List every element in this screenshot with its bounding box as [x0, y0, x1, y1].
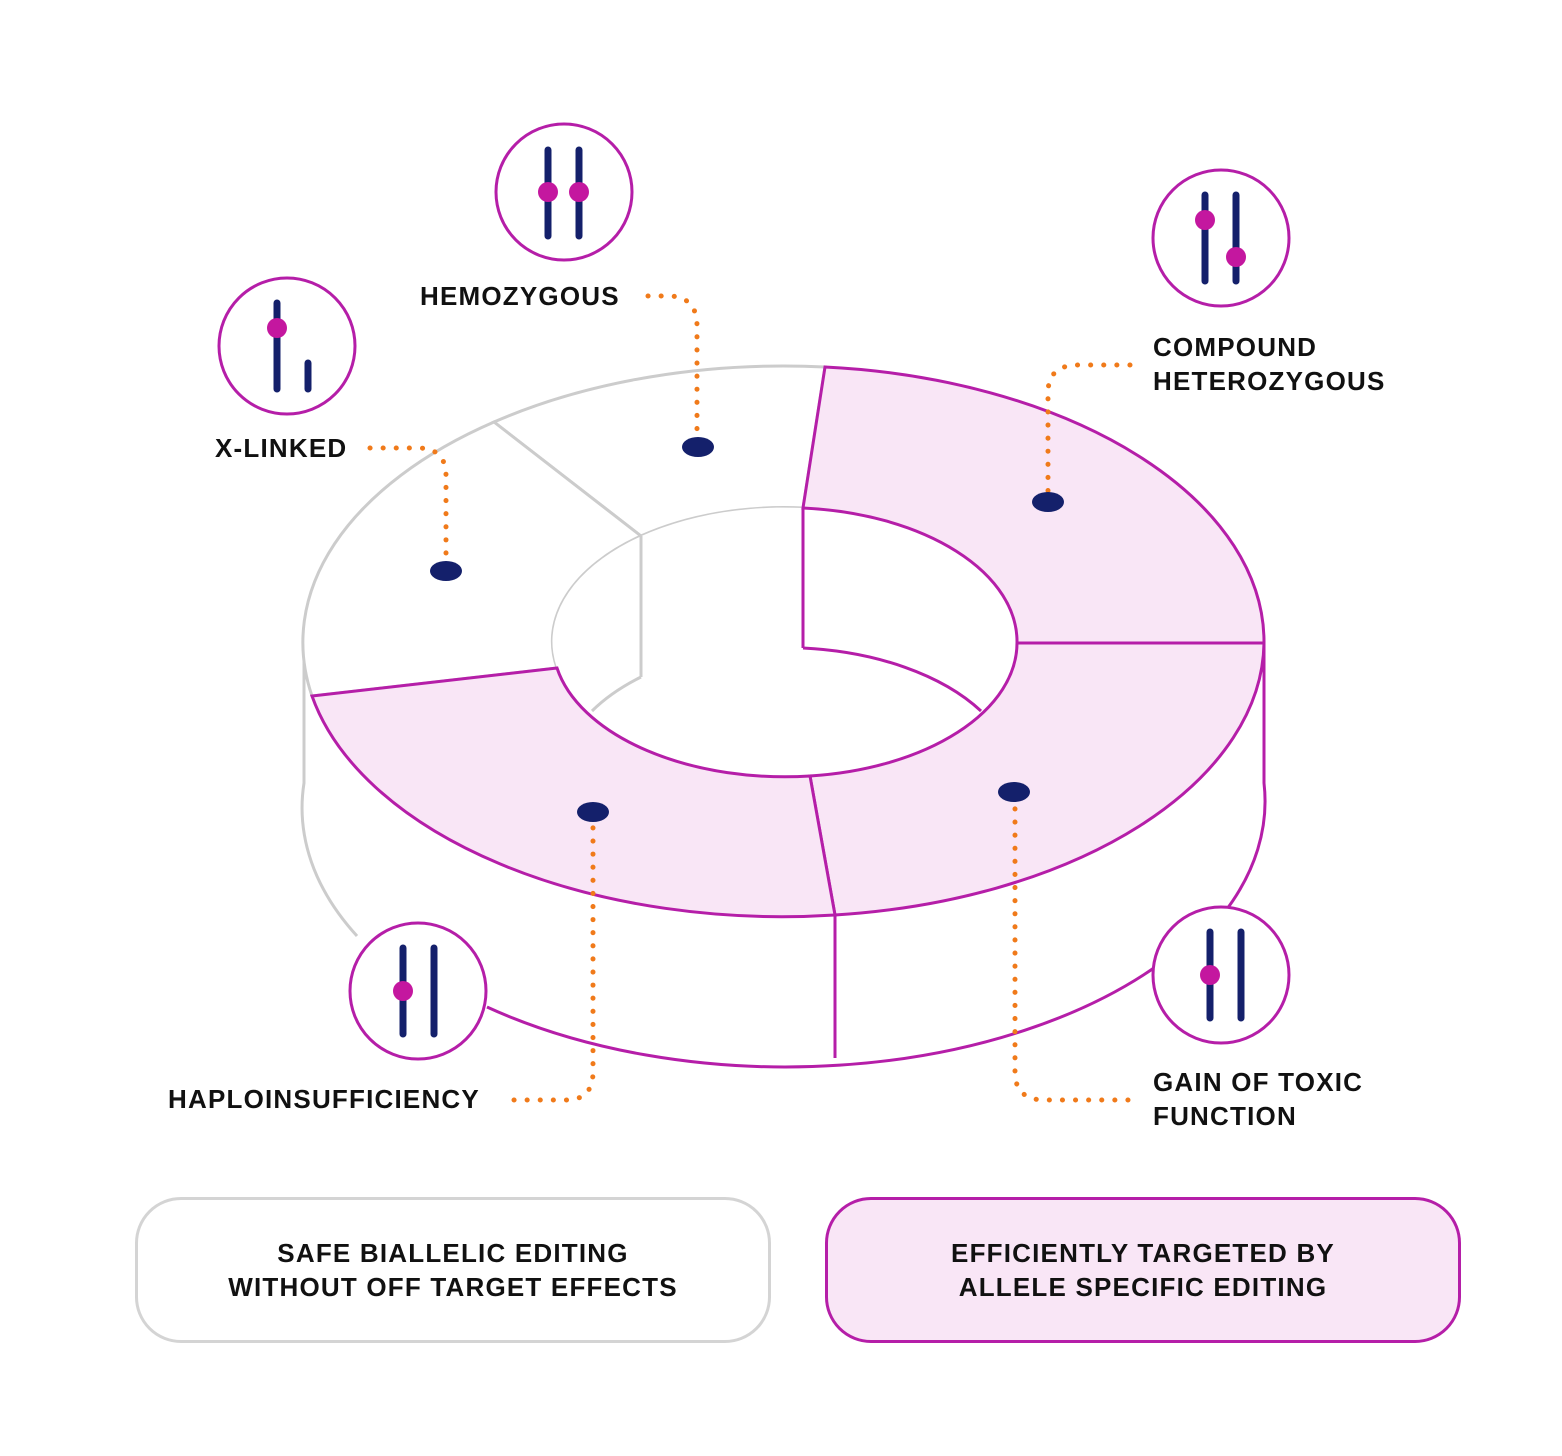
- label-gain-of-toxic-function-line2: FUNCTION: [1153, 1101, 1297, 1131]
- label-compound-heterozygous-line1: COMPOUND: [1153, 332, 1317, 362]
- label-haploinsufficiency: HAPLOINSUFFICIENCY: [168, 1084, 480, 1114]
- label-x-linked: X-LINKED: [215, 433, 347, 463]
- leader-compound-heterozygous: [1045, 362, 1133, 495]
- legend-biallelic-line1: SAFE BIALLELIC EDITING: [277, 1238, 629, 1268]
- marker-haploinsufficiency: [577, 802, 609, 822]
- leader-gain-of-toxic-function: [1012, 803, 1131, 1103]
- two-alleles-both-marked-icon: [494, 122, 634, 262]
- inner-wall-curve-gray: [590, 675, 642, 713]
- legend-allele-specific-line2: ALLELE SPECIFIC EDITING: [958, 1272, 1328, 1302]
- single-allele-marked-icon: [217, 276, 357, 416]
- inner-wall-curve-magenta: [802, 646, 983, 713]
- marker-x-linked: [430, 561, 462, 581]
- label-gain-of-toxic-function-line1: GAIN OF TOXIC: [1153, 1067, 1363, 1097]
- leader-hemozygous: [645, 293, 700, 439]
- legend-biallelic-line2: WITHOUT OFF TARGET EFFECTS: [228, 1272, 678, 1302]
- ring-wall-bottom-curve: [486, 961, 1162, 1069]
- marker-compound-heterozygous: [1032, 492, 1064, 512]
- marker-gain-of-toxic-function: [998, 782, 1030, 802]
- two-alleles-different-marks-icon: [1151, 168, 1291, 308]
- two-alleles-one-marked-icon: [348, 921, 488, 1061]
- ring-wall-right-edge: [1222, 643, 1267, 914]
- segment-markers: [430, 437, 1064, 822]
- leader-lines: [367, 293, 1133, 1103]
- legend-biallelic-editing: SAFE BIALLELIC EDITING WITHOUT OFF TARGE…: [135, 1197, 771, 1343]
- legend-allele-specific-editing: EFFICIENTLY TARGETED BY ALLELE SPECIFIC …: [825, 1197, 1461, 1343]
- label-compound-heterozygous-line2: HETEROZYGOUS: [1153, 366, 1386, 396]
- marker-hemozygous: [682, 437, 714, 457]
- segment-gain-of-toxic-function: [808, 641, 1266, 917]
- ring-inner-wall: [552, 507, 803, 711]
- segment-hemozygous: [491, 364, 827, 538]
- legend-allele-specific-line1: EFFICIENTLY TARGETED BY: [951, 1238, 1335, 1268]
- label-hemozygous: HEMOZYGOUS: [420, 281, 620, 311]
- two-alleles-one-marked-icon: [1151, 905, 1291, 1045]
- segment-x-linked: [301, 420, 644, 698]
- ring-wall-left-edge: [300, 643, 359, 938]
- leader-haploinsufficiency: [511, 823, 596, 1103]
- leader-x-linked: [367, 445, 449, 563]
- segment-haploinsufficiency: [309, 666, 837, 919]
